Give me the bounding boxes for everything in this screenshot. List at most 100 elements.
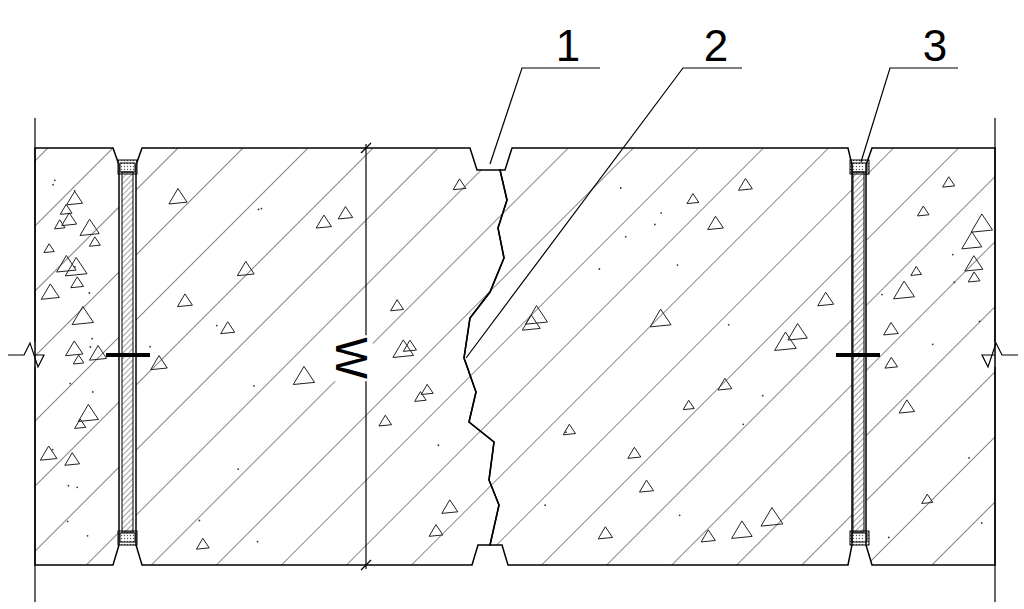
aggregate-dot <box>69 383 71 385</box>
aggregate-dot <box>979 321 981 323</box>
aggregate-triangle <box>563 424 575 435</box>
aggregate-dot <box>54 179 56 181</box>
aggregate-triangle <box>78 404 98 421</box>
aggregate-dot <box>953 281 955 283</box>
aggregate-dot <box>88 292 90 294</box>
aggregate-triangle <box>169 189 187 204</box>
callout-number: 1 <box>556 24 580 68</box>
aggregate-triangle <box>911 266 922 275</box>
aggregate-dot <box>677 264 679 266</box>
callout-number: 3 <box>923 24 947 68</box>
aggregate-triangle <box>899 400 915 413</box>
aggregate-dot <box>76 486 78 488</box>
aggregate-triangle <box>650 309 671 327</box>
leader-line <box>466 68 958 358</box>
aggregate-dot <box>258 209 260 211</box>
aggregate-triangle <box>54 220 65 229</box>
aggregate-triangle <box>738 178 752 190</box>
aggregate-triangle <box>788 323 807 340</box>
aggregate-dot <box>87 535 89 537</box>
aggregate-triangle <box>65 257 87 275</box>
aggregate-triangle <box>884 322 899 334</box>
aggregate-dot <box>881 294 883 296</box>
aggregate-dot <box>237 468 239 470</box>
aggregate-triangle <box>316 215 331 228</box>
aggregate-dot <box>52 184 54 186</box>
aggregate-triangle <box>775 332 797 350</box>
aggregate-triangle <box>683 400 694 409</box>
aggregate-dot <box>679 514 681 516</box>
aggregate-triangle <box>732 521 753 539</box>
aggregate-dot <box>888 537 890 539</box>
aggregate-triangle <box>968 272 980 282</box>
aggregate-dot <box>762 395 764 397</box>
aggregate-marks <box>40 177 992 549</box>
aggregate-triangle <box>943 177 955 187</box>
aggregate-triangle <box>971 214 992 232</box>
aggregate-triangle <box>237 261 254 275</box>
aggregate-dot <box>620 187 622 189</box>
aggregate-triangle <box>221 322 235 334</box>
aggregate-dot <box>216 325 218 327</box>
aggregate-dot <box>91 338 93 340</box>
aggregate-triangle <box>962 232 982 249</box>
aggregate-triangle <box>442 500 458 514</box>
aggregate-triangle <box>429 525 443 537</box>
aggregate-dot <box>52 449 54 451</box>
aggregate-dot <box>625 236 627 238</box>
aggregate-triangle <box>67 191 83 204</box>
aggregate-triangle <box>393 340 414 358</box>
aggregate-triangle <box>72 306 93 324</box>
aggregate-dot <box>74 190 76 192</box>
aggregate-triangle <box>41 284 59 299</box>
aggregate-triangle <box>177 294 192 307</box>
aggregate-dot <box>198 520 200 522</box>
aggregate-triangle <box>598 527 612 539</box>
aggregate-triangle <box>894 281 915 299</box>
aggregate-triangle <box>196 538 209 549</box>
aggregate-dot <box>660 212 662 214</box>
aggregate-dot <box>544 504 546 506</box>
aggregate-dot <box>437 444 439 446</box>
aggregate-triangle <box>379 415 392 426</box>
aggregate-triangle <box>71 277 84 288</box>
aggregate-triangle <box>761 508 783 527</box>
aggregate-triangle <box>526 306 548 325</box>
aggregate-dot <box>952 254 954 256</box>
aggregate-dot <box>742 423 744 425</box>
dowel-bar <box>106 353 880 357</box>
aggregate-triangle <box>338 207 353 219</box>
aggregate-triangle <box>293 366 314 384</box>
aggregate-triangle <box>718 378 732 390</box>
aggregate-dot <box>968 457 970 459</box>
aggregate-triangle <box>965 256 983 271</box>
aggregate-triangle <box>639 480 653 492</box>
aggregate-triangle <box>57 255 76 272</box>
dimension-label: W <box>329 335 373 381</box>
aggregate-dot <box>261 208 263 210</box>
aggregate-triangle <box>885 357 898 368</box>
aggregate-triangle <box>701 530 715 542</box>
aggregate-dot <box>728 324 730 326</box>
aggregate-triangle <box>80 219 99 235</box>
aggregate-triangle <box>89 346 106 361</box>
aggregate-triangle <box>453 179 466 190</box>
concrete-slab <box>35 148 995 565</box>
aggregate-triangle <box>522 315 540 330</box>
aggregate-triangle <box>40 446 57 460</box>
aggregate-triangle <box>62 213 77 226</box>
aggregate-dot <box>932 343 934 345</box>
edge-lines <box>8 118 1018 602</box>
aggregate-triangle <box>628 447 641 458</box>
aggregate-dot <box>149 346 151 348</box>
aggregate-dot <box>565 431 567 433</box>
aggregate-dot <box>68 485 70 487</box>
joint-filler <box>118 160 869 545</box>
aggregate-dot <box>67 520 69 522</box>
aggregate-triangle <box>44 244 54 253</box>
aggregate-triangle <box>922 494 933 503</box>
aggregate-triangle <box>65 453 80 466</box>
aggregate-triangle <box>60 204 72 214</box>
aggregate-triangle <box>917 206 929 216</box>
